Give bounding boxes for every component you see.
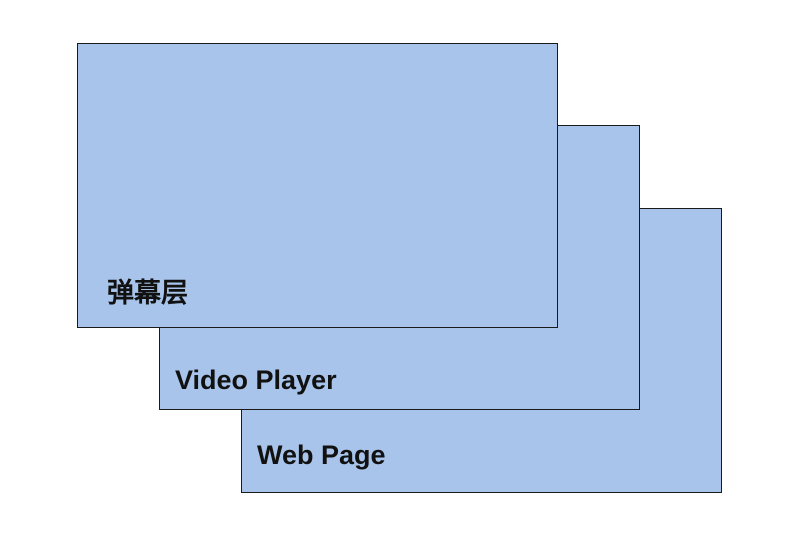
danmaku-label: 弹幕层 <box>107 278 188 309</box>
web-page-label: Web Page <box>257 440 386 470</box>
video-player-label: Video Player <box>175 365 337 395</box>
danmaku-layer: 弹幕层 <box>77 43 558 328</box>
